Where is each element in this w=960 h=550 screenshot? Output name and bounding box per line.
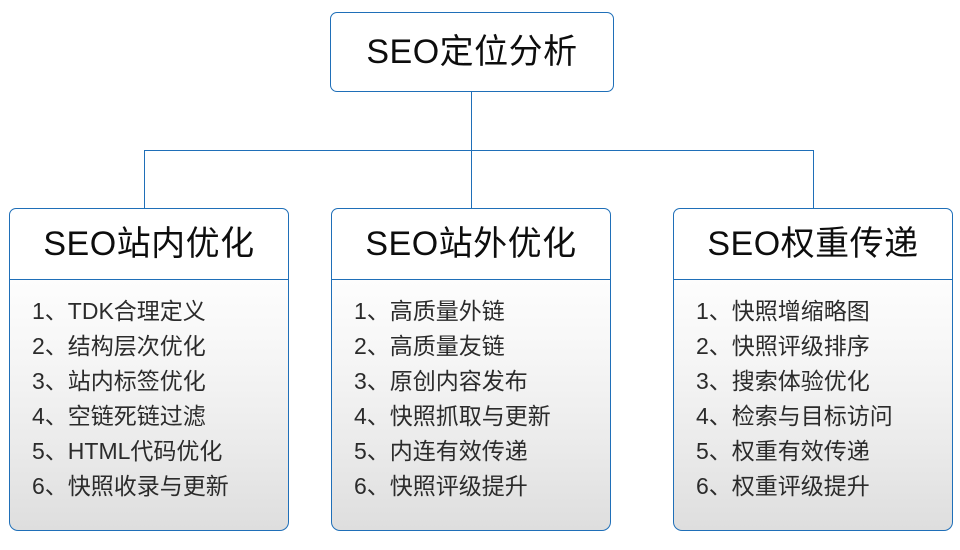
branch-node-1: SEO站内优化 1、TDK合理定义 2、结构层次优化 3、站内标签优化 4、空链…	[9, 208, 289, 531]
item-text: 权重有效传递	[731, 438, 870, 464]
list-item: 2、高质量友链	[354, 329, 610, 364]
connector-root-vertical	[471, 92, 472, 151]
branch-3-body: 1、快照增缩略图 2、快照评级排序 3、搜索体验优化 4、检索与目标访问 5、权…	[673, 280, 953, 531]
item-index: 3、	[354, 368, 390, 394]
item-text: 站内标签优化	[67, 368, 206, 394]
list-item: 4、空链死链过滤	[32, 399, 288, 434]
branch-node-3: SEO权重传递 1、快照增缩略图 2、快照评级排序 3、搜索体验优化 4、检索与…	[673, 208, 953, 531]
item-index: 4、	[696, 403, 732, 429]
branch-2-header[interactable]: SEO站外优化	[331, 208, 611, 280]
item-index: 1、	[696, 298, 732, 324]
list-item: 3、原创内容发布	[354, 364, 610, 399]
item-index: 3、	[32, 368, 68, 394]
item-index: 2、	[354, 333, 390, 359]
branch-3-header-label: SEO权重传递	[707, 225, 919, 263]
branch-node-2: SEO站外优化 1、高质量外链 2、高质量友链 3、原创内容发布 4、快照抓取与…	[331, 208, 611, 531]
connector-branch-3-drop	[813, 150, 814, 208]
item-text: 搜索体验优化	[731, 368, 870, 394]
connector-branch-2-drop	[471, 150, 472, 208]
item-text: 快照评级排序	[731, 333, 870, 359]
item-index: 1、	[354, 298, 390, 324]
item-index: 3、	[696, 368, 732, 394]
item-text: 快照抓取与更新	[389, 403, 551, 429]
root-node-label: SEO定位分析	[366, 33, 578, 71]
item-index: 4、	[354, 403, 390, 429]
list-item: 1、TDK合理定义	[32, 294, 288, 329]
root-node[interactable]: SEO定位分析	[330, 12, 614, 92]
list-item: 1、高质量外链	[354, 294, 610, 329]
list-item: 2、快照评级排序	[696, 329, 952, 364]
item-index: 6、	[696, 473, 732, 499]
list-item: 3、站内标签优化	[32, 364, 288, 399]
item-index: 5、	[32, 438, 68, 464]
item-text: 空链死链过滤	[67, 403, 206, 429]
item-index: 4、	[32, 403, 68, 429]
list-item: 6、快照收录与更新	[32, 469, 288, 504]
branch-1-body: 1、TDK合理定义 2、结构层次优化 3、站内标签优化 4、空链死链过滤 5、H…	[9, 280, 289, 531]
list-item: 4、检索与目标访问	[696, 399, 952, 434]
item-text: 内连有效传递	[389, 438, 528, 464]
branch-3-header[interactable]: SEO权重传递	[673, 208, 953, 280]
branch-1-item-list: 1、TDK合理定义 2、结构层次优化 3、站内标签优化 4、空链死链过滤 5、H…	[10, 294, 288, 504]
list-item: 6、权重评级提升	[696, 469, 952, 504]
list-item: 2、结构层次优化	[32, 329, 288, 364]
item-text: 原创内容发布	[389, 368, 528, 394]
item-index: 6、	[32, 473, 68, 499]
list-item: 1、快照增缩略图	[696, 294, 952, 329]
item-index: 5、	[354, 438, 390, 464]
branch-3-item-list: 1、快照增缩略图 2、快照评级排序 3、搜索体验优化 4、检索与目标访问 5、权…	[674, 294, 952, 504]
item-index: 2、	[32, 333, 68, 359]
item-text: 快照评级提升	[389, 473, 528, 499]
item-text: 高质量友链	[389, 333, 505, 359]
branch-2-body: 1、高质量外链 2、高质量友链 3、原创内容发布 4、快照抓取与更新 5、内连有…	[331, 280, 611, 531]
list-item: 6、快照评级提升	[354, 469, 610, 504]
item-index: 1、	[32, 298, 68, 324]
item-index: 2、	[696, 333, 732, 359]
item-text: 结构层次优化	[67, 333, 206, 359]
list-item: 5、内连有效传递	[354, 434, 610, 469]
item-text: 快照收录与更新	[67, 473, 229, 499]
list-item: 5、权重有效传递	[696, 434, 952, 469]
branch-1-header[interactable]: SEO站内优化	[9, 208, 289, 280]
item-text: TDK合理定义	[67, 298, 206, 324]
item-index: 5、	[696, 438, 732, 464]
item-text: HTML代码优化	[67, 438, 223, 464]
connector-branch-1-drop	[144, 150, 145, 208]
list-item: 4、快照抓取与更新	[354, 399, 610, 434]
branch-1-header-label: SEO站内优化	[43, 225, 255, 263]
item-text: 高质量外链	[389, 298, 505, 324]
list-item: 3、搜索体验优化	[696, 364, 952, 399]
item-text: 权重评级提升	[731, 473, 870, 499]
branch-2-item-list: 1、高质量外链 2、高质量友链 3、原创内容发布 4、快照抓取与更新 5、内连有…	[332, 294, 610, 504]
list-item: 5、HTML代码优化	[32, 434, 288, 469]
branch-2-header-label: SEO站外优化	[365, 225, 577, 263]
item-text: 快照增缩略图	[731, 298, 870, 324]
connector-horizontal-bar	[144, 150, 814, 151]
item-text: 检索与目标访问	[731, 403, 893, 429]
item-index: 6、	[354, 473, 390, 499]
